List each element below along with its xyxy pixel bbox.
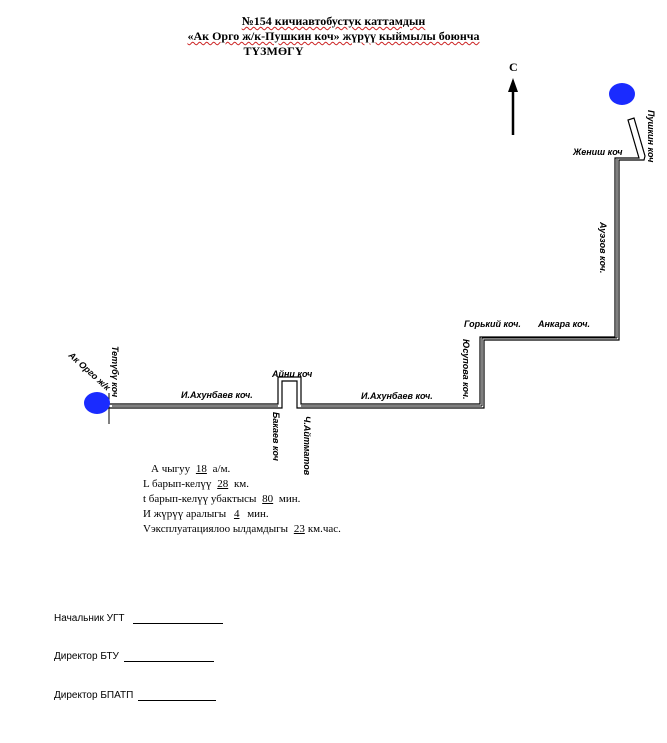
- stat-time-value: 80: [262, 493, 274, 505]
- signature-bpatp-line[interactable]: [138, 700, 217, 701]
- stat-time-label: t барып-келүү убактысы: [143, 493, 257, 505]
- route-stats: А чыгуу 18 а/м. L барып-келүү 28 км. t б…: [143, 462, 341, 537]
- stat-speed-unit: км.час.: [307, 523, 341, 535]
- signature-ugt-label: Начальник УГТ: [54, 613, 125, 624]
- street-tettuvu: Тетүбү коч: [110, 346, 120, 398]
- stat-departures: А чыгуу 18 а/м.: [143, 462, 341, 477]
- street-aitmatov: Ч.Айтматов: [302, 416, 312, 476]
- stat-interval-unit: мин.: [247, 508, 269, 520]
- signature-btu: Директор БТУ: [54, 651, 214, 662]
- route-path: [108, 117, 646, 424]
- stat-speed-value: 23: [293, 523, 305, 535]
- end-stop-marker: [609, 83, 635, 105]
- signature-bpatp: Директор БПАТП: [54, 690, 217, 701]
- street-gorky: Горький коч.: [464, 319, 521, 329]
- title-line-2: «Ак Орго ж/к-Пушкин коч» жүрүү кыймылы б…: [0, 29, 667, 44]
- stat-interval: И жүрүү аралыгы 4 мин.: [143, 507, 341, 522]
- north-arrow-head: [508, 78, 518, 92]
- street-ayni: Айни коч: [271, 369, 313, 379]
- stat-departures-unit: а/м.: [212, 463, 231, 475]
- street-bakaev: Бакаев коч: [271, 412, 281, 462]
- compass-label: С: [509, 60, 518, 74]
- stat-departures-value: 18: [195, 463, 207, 475]
- start-stop-marker: [84, 392, 110, 414]
- street-akhunbaev-2: И.Ахунбаев коч.: [361, 391, 433, 401]
- signature-btu-label: Директор БТУ: [54, 651, 119, 662]
- stat-length-value: 28: [217, 478, 229, 490]
- stat-length-unit: км.: [233, 478, 249, 490]
- title-line-1: №154 кичиавтобустук каттамдын: [0, 14, 667, 29]
- stat-length: L барып-келүү 28 км.: [143, 477, 341, 492]
- signature-ugt: Начальник УГТ: [54, 613, 224, 624]
- street-auezov: Ауэзов коч.: [598, 221, 608, 273]
- stat-interval-label: И жүрүү аралыгы: [143, 508, 227, 520]
- stat-interval-value: 4: [233, 508, 240, 520]
- start-stop-label: Ак Орго ж/к: [66, 349, 113, 392]
- street-pushkin: Пушкин коч: [646, 110, 656, 163]
- title-line-2-text: «Ак Орго ж/к-Пушкин коч» жүрүү кыймылы б…: [187, 29, 480, 43]
- stat-time: t барып-келүү убактысы 80 мин.: [143, 492, 341, 507]
- stat-departures-label: А чыгуу: [151, 463, 191, 475]
- signature-bpatp-label: Директор БПАТП: [54, 690, 134, 701]
- street-akhunbaev-1: И.Ахунбаев коч.: [181, 390, 253, 400]
- stat-length-label: L барып-келүү: [143, 478, 212, 490]
- title-line-3: ТҮЗМӨГҮ: [0, 44, 607, 59]
- street-yusupova: Юсупова коч.: [461, 339, 471, 399]
- title-line-1-text: №154 кичиавтобустук каттамдын: [241, 14, 426, 28]
- stat-speed-label: Vэксплуатациялоо ылдамдыгы: [143, 523, 289, 535]
- street-ankara: Анкара коч.: [537, 319, 590, 329]
- title-line-3-text: ТҮЗМӨГҮ: [243, 44, 304, 58]
- stat-time-unit: мин.: [278, 493, 301, 505]
- signature-ugt-line[interactable]: [133, 623, 224, 624]
- street-zhenish: Жениш коч: [572, 147, 623, 157]
- signature-btu-line[interactable]: [123, 661, 214, 662]
